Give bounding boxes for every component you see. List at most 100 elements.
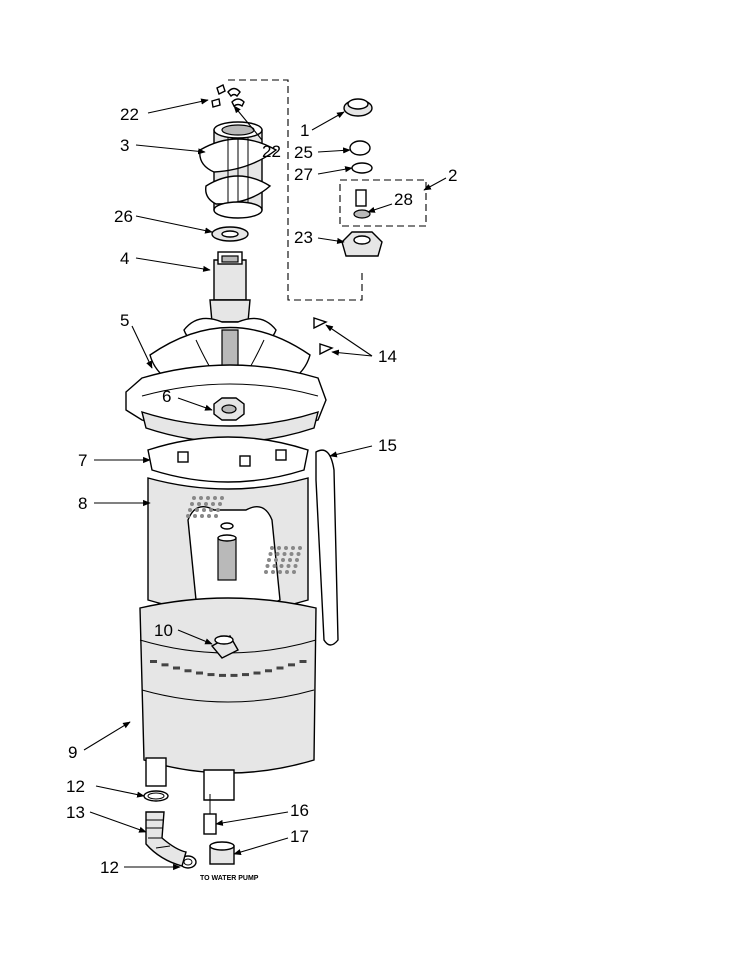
perforation-dot [193,514,197,518]
leader-arrows [83,98,447,871]
tub-slot [288,663,295,667]
part-12-clamp-lower [179,855,197,869]
tub-slot [253,671,261,675]
perforation-dot [190,502,194,506]
label-12-upper: 12 [66,777,85,796]
perforation-dot [197,502,201,506]
perforation-dot [270,546,274,550]
perforation-dot [218,502,222,506]
part-10-hub [210,635,239,659]
perforation-dot [209,508,213,512]
perforation-dot [199,496,203,500]
perforation-dot [207,514,211,518]
label-27: 27 [294,165,313,184]
part-26-washer [211,226,249,242]
label-16: 16 [290,801,309,820]
perforation-dot [211,502,215,506]
perforation-dot [284,546,288,550]
perforation-dot [204,502,208,506]
part-15-strap [315,449,339,646]
part-27-ring [351,162,373,174]
label-9: 9 [68,743,77,762]
label-10: 10 [154,621,173,640]
part-17-nut [209,841,235,865]
part-12-clamp-upper [143,790,169,802]
tub-slot [242,673,249,677]
perforation-dot [285,570,289,574]
perforation-dot [195,508,199,512]
part-1-cap [343,98,373,117]
label-14: 14 [378,347,397,366]
perforation-dot [275,552,280,556]
label-6: 6 [162,387,171,406]
part-13-drain-hose [145,811,187,867]
perforation-dot [265,564,270,568]
tub-slot [184,669,192,673]
tub-slot [161,663,169,667]
tub-slot [265,669,272,673]
label-4: 4 [120,249,129,268]
tub-slot [207,673,215,677]
label-22-right: 22 [262,142,281,161]
tub-slot [230,673,238,677]
perforation-dot [282,552,287,556]
label-23: 23 [294,228,313,247]
perforation-dot [271,570,275,574]
perforation-dot [279,564,284,568]
part-6-nut [213,397,245,421]
perforation-dot [296,552,301,556]
perforation-dot [277,546,281,550]
tub-slot [196,671,203,675]
group-28-dashed-box [339,179,427,227]
label-15: 15 [378,436,397,455]
perforation-dot [289,552,294,556]
perforation-dot [295,558,299,562]
label-7: 7 [78,451,87,470]
perforation-dot [186,514,190,518]
group-bracket-line [228,79,363,301]
part-28-dogs [353,189,371,219]
basket-perforations [186,496,302,574]
perforation-dot [220,496,224,500]
perforation-dot [188,508,192,512]
label-8: 8 [78,494,87,513]
label-26: 26 [114,207,133,226]
part-25-cam [349,140,371,156]
perforation-dot [268,552,273,556]
part-3-auger [199,121,278,219]
part-7-balance-ring [147,436,309,483]
label-22-left: 22 [120,105,139,124]
perforation-dot [292,570,296,574]
tub-slot [150,660,157,663]
label-5: 5 [120,311,129,330]
perforation-dot [213,496,217,500]
tub-slot [219,673,226,677]
perforation-dot [288,558,292,562]
label-3: 3 [120,136,129,155]
perforation-dot [272,564,277,568]
label-25: 25 [294,143,313,162]
label-2: 2 [448,166,457,185]
label-13: 13 [66,803,85,822]
to-water-pump-note: TO WATER PUMP [200,875,259,882]
label-17: 17 [290,827,309,846]
part-8-basket [147,477,309,613]
perforation-dot [286,564,291,568]
perforation-dot [264,570,268,574]
label-28: 28 [394,190,413,209]
part-14-clips [313,317,334,356]
tub-slot [299,660,307,663]
perforation-dot [216,508,220,512]
label-12-lower: 12 [100,858,119,877]
label-1: 1 [300,121,309,140]
perforation-dot [274,558,278,562]
part-9-outer-tub [139,597,317,801]
perforation-dot [293,564,298,568]
part-22-clips [211,84,245,108]
perforation-dot [278,570,282,574]
perforation-dot [206,496,210,500]
perforation-dot [202,508,206,512]
perforation-dot [281,558,285,562]
part-23-base [341,231,383,257]
